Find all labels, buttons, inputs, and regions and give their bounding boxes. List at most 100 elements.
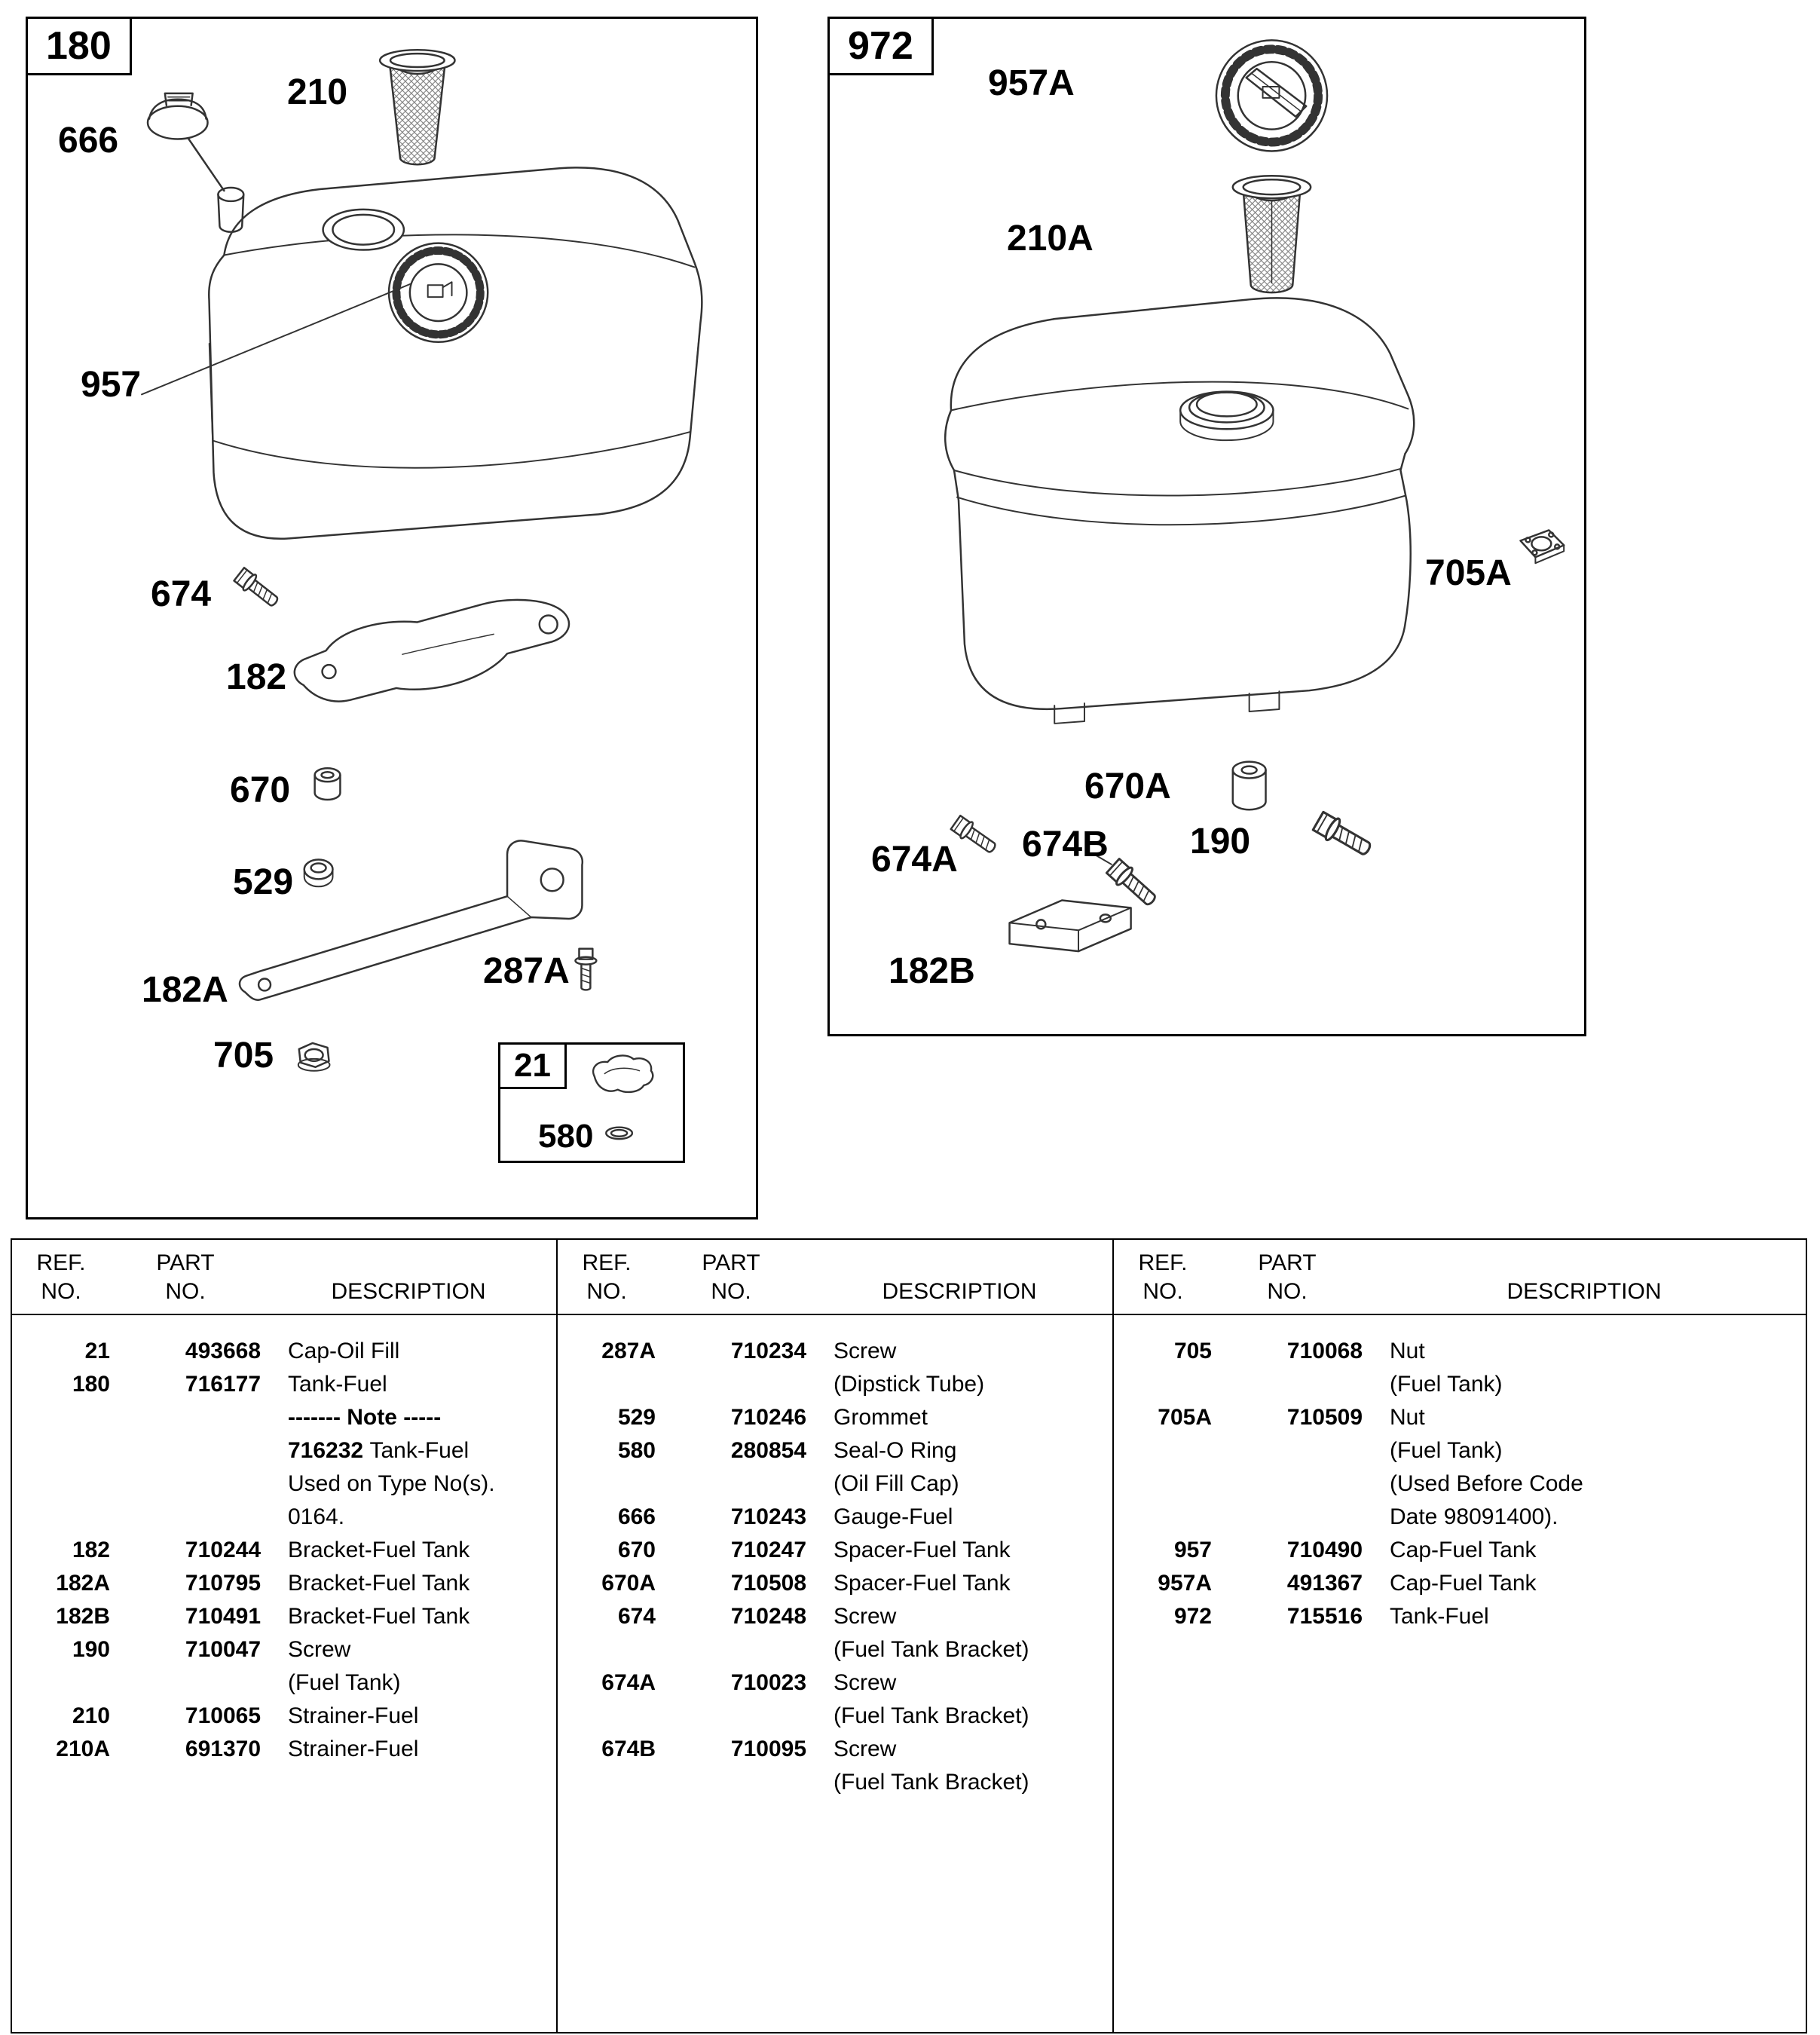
ref-no-cell bbox=[558, 1368, 656, 1401]
header-ref: REF. bbox=[582, 1250, 632, 1275]
part-no-cell bbox=[656, 1467, 806, 1501]
table-row: (Fuel Tank) bbox=[1114, 1368, 1806, 1401]
header-description: DESCRIPTION bbox=[882, 1279, 1037, 1304]
screw-190-icon bbox=[1311, 809, 1376, 862]
table-row: 957A 491367 Cap-Fuel Tank bbox=[1114, 1567, 1806, 1600]
header-ref-no: NO. bbox=[41, 1279, 81, 1304]
ref-no-cell: 182 bbox=[72, 1538, 110, 1562]
ref-no-cell: 529 bbox=[617, 1405, 656, 1430]
part-label-182: 182 bbox=[226, 657, 287, 697]
part-no-cell bbox=[656, 1633, 806, 1666]
description-cell: (Oil Fill Cap) bbox=[834, 1471, 959, 1496]
ref-no-cell: 674 bbox=[617, 1604, 656, 1629]
description-cell: Screw bbox=[834, 1339, 897, 1363]
table-row: 716232 Tank-Fuel bbox=[12, 1434, 556, 1467]
part-no-cell: 710795 bbox=[185, 1571, 261, 1596]
nut-705A-icon bbox=[1519, 529, 1565, 565]
part-no-cell: 280854 bbox=[730, 1438, 806, 1463]
leader-line-957 bbox=[141, 283, 412, 396]
part-label-287A: 287A bbox=[483, 951, 570, 991]
ref-no-cell bbox=[558, 1700, 656, 1733]
table-row: 182 710244 Bracket-Fuel Tank bbox=[12, 1534, 556, 1567]
description-cell: Spacer-Fuel Tank bbox=[834, 1538, 1011, 1562]
table-row: (Fuel Tank) bbox=[1114, 1434, 1806, 1467]
ref-no-cell: 670A bbox=[601, 1571, 656, 1596]
nut-705-icon bbox=[297, 1042, 331, 1072]
table-row: 666 710243 Gauge-Fuel bbox=[558, 1501, 1112, 1534]
bracket-182-icon bbox=[293, 598, 570, 702]
table-row: 972 715516 Tank-Fuel bbox=[1114, 1600, 1806, 1633]
ref-no-cell: 182A bbox=[56, 1571, 110, 1596]
part-no-cell: 491367 bbox=[1286, 1571, 1363, 1596]
part-no-cell bbox=[110, 1401, 261, 1434]
ref-no-cell: 210 bbox=[72, 1703, 110, 1728]
table-row: ------- Note ----- bbox=[12, 1401, 556, 1434]
part-no-cell bbox=[110, 1434, 261, 1467]
part-no-cell: 710068 bbox=[1286, 1339, 1363, 1363]
header-ref: REF. bbox=[36, 1250, 86, 1275]
ref-no-cell bbox=[1114, 1434, 1212, 1467]
parts-table-column-2: REF. PART NO. NO. DESCRIPTION 287A 71023… bbox=[556, 1240, 1112, 2032]
table-row: (Used Before Code bbox=[1114, 1467, 1806, 1501]
description-cell: Bracket-Fuel Tank bbox=[288, 1604, 470, 1629]
part-no-cell bbox=[1212, 1368, 1363, 1401]
diagram-972-ref-label: 972 bbox=[827, 17, 934, 75]
part-no-cell bbox=[1212, 1467, 1363, 1501]
part-no-cell: 710047 bbox=[185, 1637, 261, 1662]
part-label-670: 670 bbox=[230, 770, 291, 810]
table-row: 529 710246 Grommet bbox=[558, 1401, 1112, 1434]
description-cell: Gauge-Fuel bbox=[834, 1504, 953, 1529]
exploded-view-180-drawing bbox=[141, 48, 703, 1072]
part-no-cell: 710491 bbox=[185, 1604, 261, 1629]
ref-no-cell: 210A bbox=[56, 1737, 110, 1761]
fuel-gauge-666-icon bbox=[146, 92, 245, 233]
parts-table-column-3: REF. PART NO. NO. DESCRIPTION 705 710068… bbox=[1112, 1240, 1806, 2032]
diagram-180-ref-label: 180 bbox=[26, 17, 132, 75]
fuel-strainer-210A-icon bbox=[1231, 175, 1312, 294]
table-row: 670A 710508 Spacer-Fuel Tank bbox=[558, 1567, 1112, 1600]
parts-table-column-1: REF. PART NO. NO. DESCRIPTION 21 493668 … bbox=[12, 1240, 556, 2032]
description-cell: Seal-O Ring bbox=[834, 1438, 957, 1463]
header-ref-no: NO. bbox=[1142, 1279, 1183, 1304]
description-cell: (Fuel Tank Bracket) bbox=[834, 1703, 1029, 1728]
ref-no-cell bbox=[1114, 1368, 1212, 1401]
description-cell: (Fuel Tank) bbox=[288, 1670, 401, 1695]
table-row: (Fuel Tank Bracket) bbox=[558, 1700, 1112, 1733]
part-label-182B: 182B bbox=[889, 951, 975, 991]
table-row: 210 710065 Strainer-Fuel bbox=[12, 1700, 556, 1733]
screw-674-icon bbox=[232, 565, 283, 612]
ref-no-cell bbox=[558, 1633, 656, 1666]
ref-no-cell: 705 bbox=[1173, 1339, 1212, 1363]
part-no-cell bbox=[656, 1766, 806, 1799]
part-label-705: 705 bbox=[213, 1036, 274, 1076]
table-row: Used on Type No(s). bbox=[12, 1467, 556, 1501]
header-part: PART bbox=[156, 1250, 215, 1275]
table-row: 21 493668 Cap-Oil Fill bbox=[12, 1335, 556, 1368]
description-cell: (Fuel Tank Bracket) bbox=[834, 1637, 1029, 1662]
description-cell: Strainer-Fuel bbox=[288, 1703, 419, 1728]
part-label-666: 666 bbox=[58, 121, 119, 161]
part-no-cell: 710243 bbox=[730, 1504, 806, 1529]
fuel-strainer-210-icon bbox=[378, 48, 456, 166]
description-cell: Cap-Oil Fill bbox=[288, 1339, 400, 1363]
table-row: 705 710068 Nut bbox=[1114, 1335, 1806, 1368]
header-part-no: NO. bbox=[1267, 1279, 1308, 1304]
part-no-cell: 710490 bbox=[1286, 1538, 1363, 1562]
table-row: (Fuel Tank Bracket) bbox=[558, 1633, 1112, 1666]
bracket-182B-icon bbox=[1008, 899, 1132, 953]
part-label-674A: 674A bbox=[871, 840, 958, 880]
description-cell: 716232 Tank-Fuel bbox=[288, 1438, 470, 1463]
grommet-529-icon bbox=[303, 858, 334, 888]
part-label-957: 957 bbox=[81, 365, 142, 405]
description-cell: Cap-Fuel Tank bbox=[1390, 1571, 1537, 1596]
header-part: PART bbox=[1258, 1250, 1317, 1275]
ref-no-cell: 674A bbox=[601, 1670, 656, 1695]
part-label-957A: 957A bbox=[988, 63, 1075, 103]
description-cell: Screw bbox=[834, 1737, 897, 1761]
part-no-cell: 710023 bbox=[730, 1670, 806, 1695]
ref-no-cell bbox=[1114, 1467, 1212, 1501]
table-row: (Oil Fill Cap) bbox=[558, 1467, 1112, 1501]
bracket-182A-icon bbox=[238, 840, 584, 1001]
part-no-cell: 710246 bbox=[730, 1405, 806, 1430]
table-row: 674 710248 Screw bbox=[558, 1600, 1112, 1633]
